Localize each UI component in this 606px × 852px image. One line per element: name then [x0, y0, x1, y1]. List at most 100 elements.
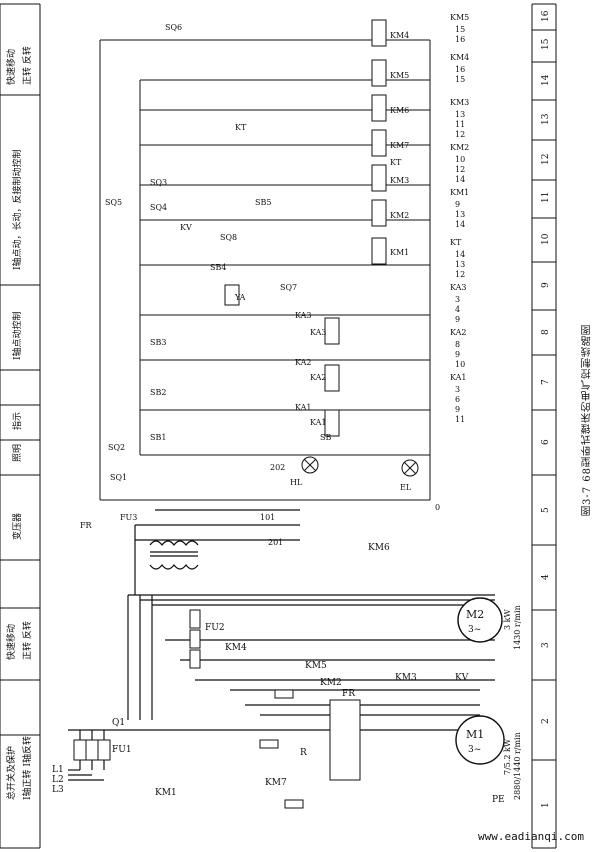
- label-sb2: SB2: [150, 388, 166, 397]
- contact-row: 9: [455, 350, 460, 359]
- motor-m2-phase: 3~: [468, 625, 481, 635]
- contact-row: 9: [455, 315, 460, 324]
- coil-ka1: KA1: [310, 418, 327, 427]
- label-ka2: KA2: [295, 358, 312, 367]
- label-km2: KM2: [320, 678, 342, 688]
- contact-row: 9: [455, 405, 460, 414]
- label-pe: PE: [492, 795, 505, 805]
- label-km3: KM3: [395, 673, 417, 683]
- contact-row: 14: [455, 250, 465, 259]
- label-l1: L1: [52, 765, 64, 775]
- motor-m2-power: 3 kW: [503, 609, 512, 630]
- column-number: 8: [541, 329, 551, 335]
- contact-head: KA3: [450, 283, 467, 292]
- column-number: 5: [541, 507, 551, 513]
- label-l3: L3: [52, 785, 64, 795]
- power-components: [73, 609, 361, 809]
- contact-row: 4: [455, 305, 460, 314]
- label-r: R: [300, 748, 307, 758]
- contact-row: 11: [455, 415, 465, 424]
- label-fr: FR: [342, 689, 355, 699]
- contact-row: 15: [455, 25, 465, 34]
- figure-caption: 图3-7 68型卧式镗床的电气控制线路图: [582, 324, 593, 517]
- label-sq4: SQ4: [150, 203, 167, 212]
- motor-m1-power: 7/5.2 kW: [503, 738, 512, 775]
- control-transformer: [149, 540, 199, 570]
- label-km6: KM6: [368, 543, 390, 553]
- motor-m2-speed: 1430 r/min: [513, 605, 522, 650]
- contact-row: 10: [455, 155, 465, 164]
- label-sq8: SQ8: [220, 233, 237, 242]
- column-number: 2: [541, 718, 551, 724]
- column-band: [531, 3, 557, 849]
- label-kv-ctrl: KV: [180, 223, 192, 232]
- header-lighting: 照明: [12, 444, 23, 462]
- header-fwd-rev-2: 正转 反转: [21, 46, 33, 85]
- motor-m1-phase: 3~: [468, 745, 481, 755]
- contact-row: 13: [455, 260, 465, 269]
- label-sq6: SQ6: [165, 23, 182, 32]
- label-sq3: SQ3: [150, 178, 167, 187]
- coil-km4: KM4: [390, 31, 409, 40]
- coil-kt: KT: [390, 158, 402, 167]
- motor-m2-name: M2: [466, 608, 484, 621]
- label-km5: KM5: [305, 661, 327, 671]
- column-number: 9: [541, 282, 551, 288]
- column-number: 3: [541, 642, 551, 648]
- contact-row: 13: [455, 210, 465, 219]
- header-axis-rotation: I轴正转 I轴反转: [21, 736, 33, 800]
- watermark-url: www.eadianqi.com: [478, 830, 584, 843]
- header-fast-move-2: 快速移动: [5, 49, 17, 85]
- label-sq1: SQ1: [110, 473, 127, 482]
- label-201: 201: [268, 538, 283, 547]
- header-fast-move: 快速移动: [5, 624, 17, 660]
- label-sq2: SQ2: [108, 443, 125, 452]
- column-number: 4: [541, 574, 551, 580]
- coil-km5: KM5: [390, 71, 409, 80]
- label-sq7: SQ7: [280, 283, 297, 292]
- power-labels: L1 L2 L3 Q1 FU1 FU2 FR PE KM1 KM2 KM3 KM…: [52, 543, 505, 805]
- column-number: 10: [541, 233, 551, 245]
- header-main-control: I轴点动，长动，反接制动控制: [11, 149, 23, 270]
- coil-ka3: KA3: [310, 328, 327, 337]
- contact-row: 10: [455, 360, 465, 369]
- contact-head: KM3: [450, 98, 469, 107]
- label-km4: KM4: [225, 643, 247, 653]
- contact-head: KM1: [450, 188, 469, 197]
- label-sb1: SB1: [150, 433, 166, 442]
- contact-row: 12: [455, 130, 465, 139]
- contact-head: KA1: [450, 373, 467, 382]
- label-el: EL: [400, 483, 412, 492]
- coils: [224, 19, 387, 437]
- contact-row: 11: [455, 120, 465, 129]
- header-labels: 总开关及保护 I轴正转 I轴反转 快速移动 正转 反转 变压器 照明 指示 I轴…: [5, 46, 33, 800]
- column-number: 7: [541, 379, 551, 385]
- label-fu3: FU3: [120, 513, 137, 522]
- control-labels: FU3 FR SQ1 SQ2 SB1 SB2 SB3 SB4 SB5 KA1 K…: [80, 23, 440, 547]
- coil-labels: KA1 KA2 KA3 KT KM1 KM2 KM3 KM4 KM5 KM6 K…: [310, 31, 409, 427]
- column-number: 1: [541, 802, 551, 808]
- contact-row: 12: [455, 165, 465, 174]
- contact-row: 6: [455, 395, 460, 404]
- contact-row: 15: [455, 75, 465, 84]
- contact-row: 16: [455, 65, 465, 74]
- label-sq5: SQ5: [105, 198, 122, 207]
- label-kt: KT: [235, 123, 247, 132]
- label-101: 101: [260, 513, 275, 522]
- header-total-switch: 总开关及保护: [5, 746, 17, 800]
- coil-km2: KM2: [390, 211, 409, 220]
- column-number: 12: [541, 154, 551, 165]
- coil-km1: KM1: [390, 248, 409, 257]
- coil-ka2: KA2: [310, 373, 327, 382]
- contact-row: 3: [455, 385, 460, 394]
- column-number: 13: [541, 113, 551, 125]
- coil-km3: KM3: [390, 176, 409, 185]
- power-bus: [68, 509, 495, 781]
- contact-row: 16: [455, 35, 465, 44]
- header-band: [0, 3, 41, 849]
- contact-head: KM5: [450, 13, 469, 22]
- contact-row: 14: [455, 220, 465, 229]
- contact-row: 3: [455, 295, 460, 304]
